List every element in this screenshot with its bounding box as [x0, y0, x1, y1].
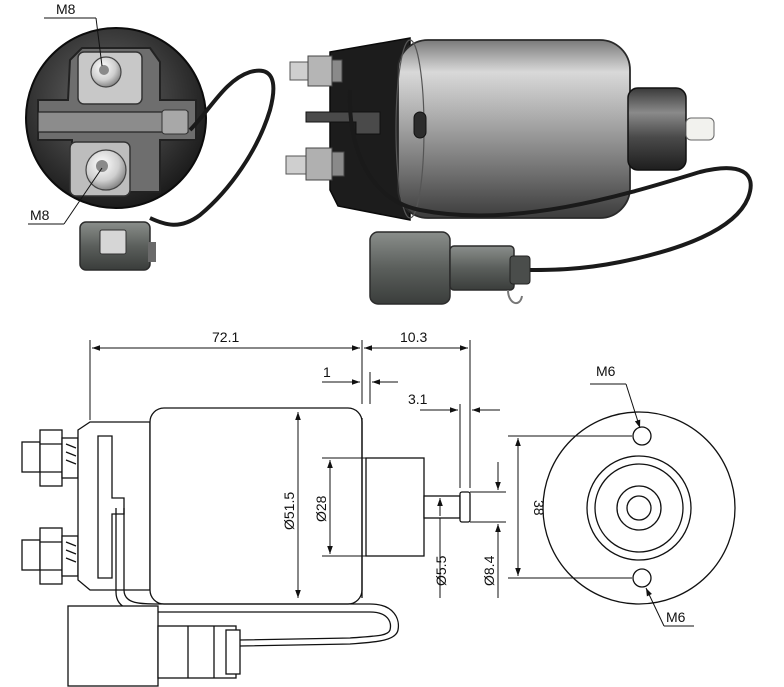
drawn-stud-bottom [21, 527, 79, 585]
callout-m8-top: M8 [56, 1, 76, 17]
stud-bottom [285, 147, 345, 181]
dim-8-4-label: Ø8.4 [481, 555, 497, 586]
can-slot [413, 111, 427, 139]
drawn-connector [67, 605, 241, 687]
stud-top [289, 55, 343, 87]
callout-m8-bottom: M8 [30, 207, 50, 223]
m8-stud-bottom-core [96, 160, 108, 172]
dim-38-lines [508, 435, 632, 579]
dim-51-5-label: Ø51.5 [281, 492, 297, 530]
dim-38-label: 38 [531, 500, 547, 516]
callout-leader-m8-top-diag [95, 17, 103, 67]
end-view-bore-inner [626, 495, 652, 521]
photo-side-view [285, 37, 753, 305]
drawn-end-cap [77, 421, 151, 591]
photo-end-view: M8 M8 [25, 1, 276, 271]
m6-leaders [590, 383, 694, 627]
dim-10-3-label: 10.3 [400, 329, 427, 345]
dim-72-1-label: 72.1 [212, 329, 239, 345]
solenoid-can [397, 39, 631, 219]
m8-stud-top-core [99, 65, 109, 75]
drawing-end-view [508, 383, 736, 627]
end-view-boss-outer [586, 455, 692, 561]
m6-hole-top [632, 426, 652, 446]
drawn-stud-top [21, 429, 79, 487]
dim-3-1-label: 3.1 [408, 391, 428, 407]
bracket [305, 111, 381, 135]
dim-28-label: Ø28 [313, 495, 329, 522]
wire-loop-left [149, 68, 276, 227]
callout-m6-bottom: M6 [666, 609, 686, 625]
plunger-tip [685, 117, 715, 141]
dim-lines [89, 340, 506, 598]
end-view-boss-inner [594, 463, 684, 553]
drawn-boss [365, 457, 425, 557]
end-view-bore-outer [616, 485, 662, 531]
wire-main [347, 89, 753, 272]
m6-hole-bottom [632, 568, 652, 588]
drawn-shaft [423, 495, 461, 519]
dim-1-label: 1 [323, 364, 331, 380]
end-view-outer-circle [542, 411, 736, 605]
callout-leader-m8-bottom-diag [63, 167, 103, 225]
drawn-pin [459, 491, 471, 523]
plunger [627, 87, 687, 171]
dim-5-5-label: Ø5.5 [433, 555, 449, 586]
connector-large [369, 231, 531, 305]
callout-m6-top: M6 [596, 363, 616, 379]
connector-small [79, 221, 156, 271]
drawn-cable [123, 508, 400, 647]
clip-right [161, 109, 189, 135]
drawing-side-view [21, 340, 506, 687]
